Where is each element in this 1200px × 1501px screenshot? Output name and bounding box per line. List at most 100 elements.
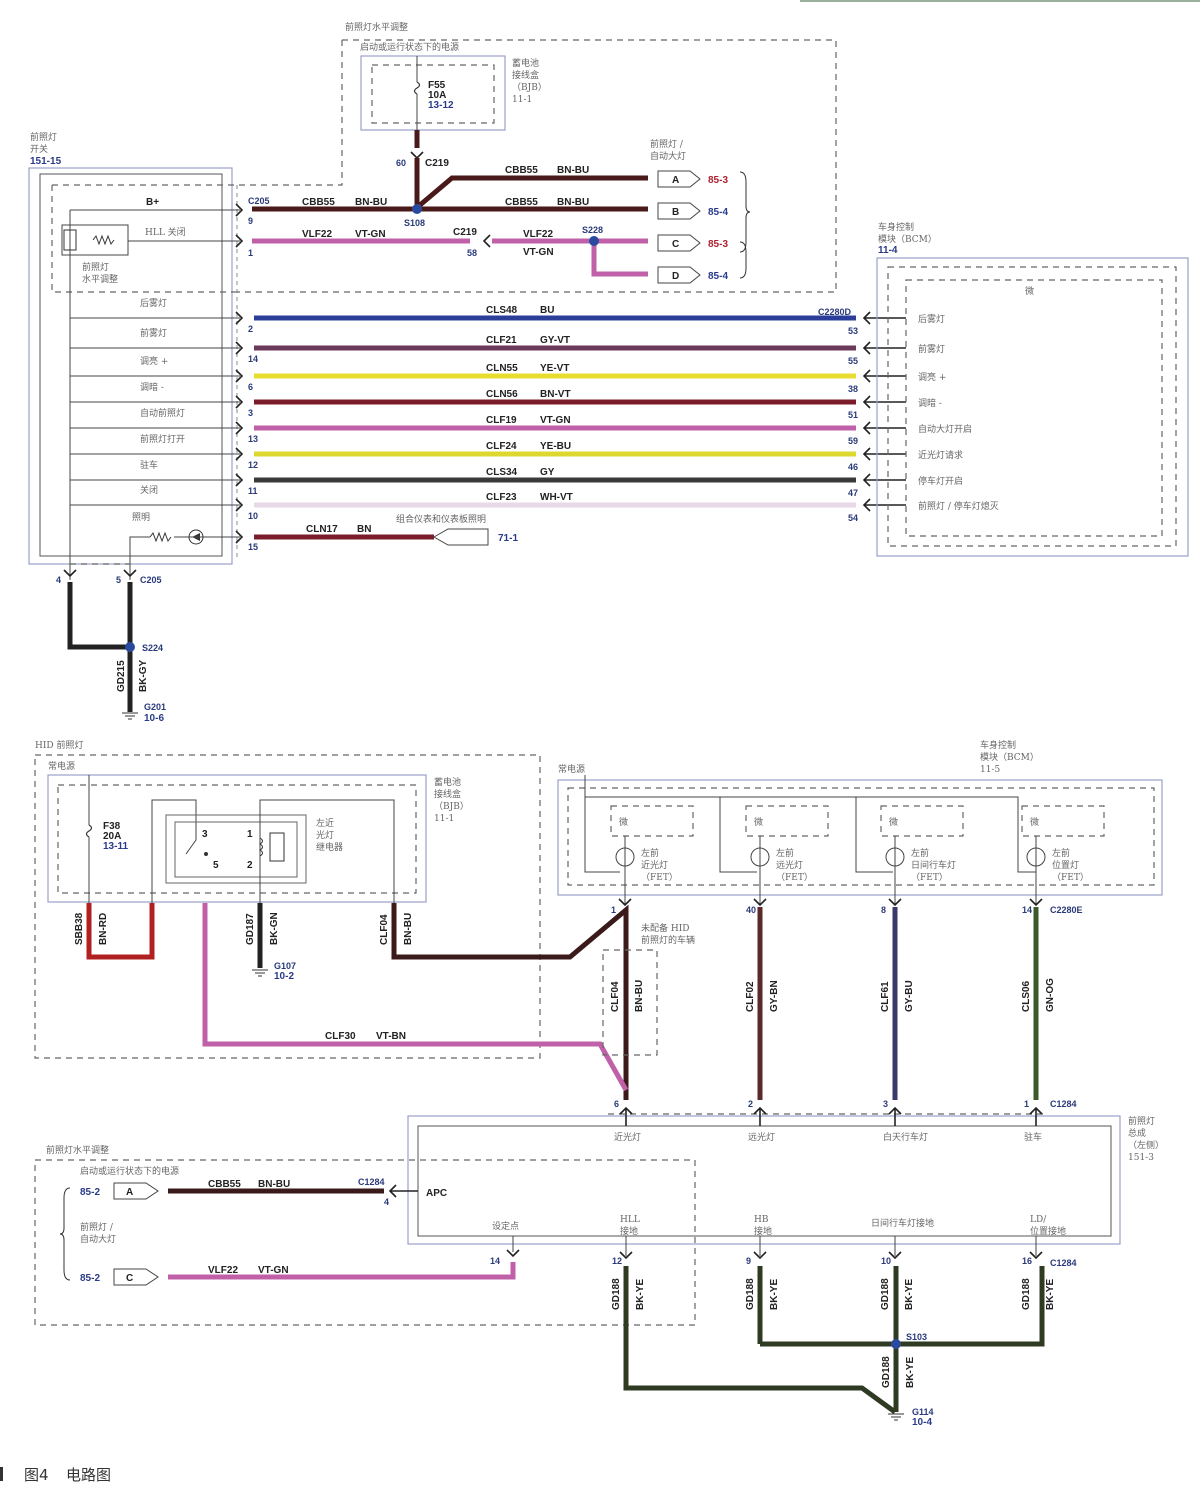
lamp-input-label: 远光灯 — [748, 1131, 775, 1143]
s108-label: S108 — [404, 218, 425, 228]
bcm-top-ref: 11-4 — [878, 245, 898, 256]
switch-position-label: 后雾灯 — [140, 298, 167, 309]
c2280d-label: C2280D — [818, 307, 852, 317]
bcm-micro-label: 微 — [1025, 285, 1034, 297]
fet-label: 位置灯 — [1052, 859, 1079, 871]
switch-dash — [51, 184, 237, 293]
headlamp-assembly-box — [407, 1115, 1121, 1245]
bcm-input-label: 自动大灯开启 — [918, 423, 972, 435]
bcm-top-name-2: 模块（BCM） — [878, 233, 937, 245]
c219-pin-58: 58 — [467, 248, 477, 258]
svg-text:B: B — [672, 207, 679, 218]
wire-clf04 — [391, 903, 629, 1100]
c219-pin-60: 60 — [396, 158, 406, 168]
connector-d: D 85-4 — [657, 266, 728, 284]
connector-arrow — [235, 498, 244, 512]
switch-position-label: 调暗 - — [140, 381, 164, 393]
vlf22-bottom-color: VT-GN — [258, 1265, 289, 1276]
hid-const-power: 常电源 — [48, 760, 75, 772]
fuse-f55-amps: 10A — [428, 90, 446, 101]
output-circuit: CLF02 — [745, 981, 756, 1012]
output-circuit: CLF61 — [880, 981, 891, 1012]
fuse-f55-label: F55 — [428, 80, 446, 91]
bus-wire-circuit: CLS48 — [486, 305, 518, 316]
fet-label: 左前 — [641, 847, 659, 859]
brace-icon-2 — [739, 241, 747, 279]
leveling-connector-c: 85-2 C — [80, 1268, 159, 1286]
cbb55-bottom-color: BN-BU — [258, 1179, 290, 1190]
relay-coil-icon — [259, 837, 263, 857]
lamp-ground-label: LD/ — [1030, 1215, 1047, 1225]
wire-b-color: BN-BU — [557, 197, 589, 208]
fuse-f38-label: F38 — [103, 821, 121, 832]
leveling-boundary — [237, 39, 837, 293]
bcm-pin: 55 — [848, 356, 858, 366]
c219-label: C219 — [425, 158, 449, 169]
gd215-color: BK-GY — [138, 659, 149, 692]
output-circuit: CLF04 — [610, 981, 621, 1012]
pin-15: 15 — [248, 542, 258, 552]
bcm-input-label: 前照灯 / 停车灯熄灭 — [918, 500, 999, 512]
bcm-input-label: 调亮 + — [918, 371, 946, 383]
potentiometer-icon — [63, 229, 77, 251]
cluster-connector — [432, 528, 489, 546]
s103-label: S103 — [906, 1332, 927, 1342]
g201-ref: 10-6 — [144, 713, 164, 724]
pin-4-bottom: 4 — [384, 1197, 389, 1207]
switch-position-label: 驻车 — [140, 459, 158, 471]
bjb-name: 蓄电池 — [512, 57, 539, 69]
cluster-dest-label: 组合仪表和仪表板照明 — [396, 513, 486, 525]
bcm-input-arrow — [862, 369, 906, 383]
switch-position-label: 前雾灯 — [140, 327, 167, 339]
bcm-top-micro — [905, 279, 1163, 537]
connector-arrow — [619, 1251, 633, 1260]
micro-label: 微 — [619, 816, 628, 828]
resistor-icon — [92, 234, 115, 246]
lamp-ground-label: 接地 — [620, 1225, 638, 1237]
lamp-input-label: 近光灯 — [614, 1131, 641, 1143]
connector-arrow — [235, 341, 244, 355]
ground-pin: 12 — [612, 1256, 622, 1266]
switch-pin: 6 — [248, 382, 253, 392]
micro-box — [880, 805, 964, 837]
svg-text:85-3: 85-3 — [708, 175, 728, 186]
g114-label: G114 — [912, 1407, 934, 1417]
wire-c-circuit: VLF22 — [523, 229, 553, 240]
wire-cbb55-to-a — [418, 175, 648, 207]
headlamp-ref: 151-3 — [1128, 1153, 1154, 1163]
switch-pin: 13 — [248, 434, 258, 444]
bus-wire-circuit: CLF24 — [486, 441, 517, 452]
bcm-top-name: 车身控制 — [878, 221, 914, 233]
fet-label: （FET） — [776, 872, 813, 883]
connector-arrow — [235, 447, 244, 461]
micro-box — [1021, 805, 1105, 837]
bcm-input-label: 调暗 - — [918, 397, 942, 409]
gd188-circuit: GD188 — [745, 1278, 756, 1310]
brace-icon — [59, 1187, 71, 1281]
hid-bjb-name-3: （BJB） — [434, 801, 469, 812]
g114-ref: 10-4 — [912, 1417, 932, 1428]
wire-cbb55-color: BN-BU — [355, 197, 387, 208]
gd188-main-color: BK-YE — [905, 1357, 916, 1388]
relay-name-3: 继电器 — [316, 841, 343, 853]
wire-vlf22-to-d — [591, 241, 648, 277]
svg-text:C: C — [126, 1273, 133, 1284]
fet-label: 远光灯 — [776, 859, 803, 871]
ground-icon — [122, 712, 138, 720]
fuse-f38-amps: 20A — [103, 831, 121, 842]
c1284-label: C1284 — [1050, 1099, 1077, 1109]
ground-pin: 9 — [746, 1256, 751, 1266]
gd188-main-circuit: GD188 — [881, 1356, 892, 1388]
bcm-pin: 59 — [848, 436, 858, 446]
c1284-label-2: C1284 — [358, 1177, 385, 1187]
bcm-input-label: 前雾灯 — [918, 343, 945, 355]
leveling-boundary-left — [237, 40, 343, 186]
wire-c-color: VT-GN — [523, 247, 554, 258]
clf04-color: BN-BU — [403, 913, 414, 945]
switch-inner — [39, 173, 223, 557]
lamp-input-arrow — [888, 1106, 902, 1126]
micro-label: 微 — [1030, 816, 1039, 828]
bcm-input-arrow — [862, 473, 906, 487]
bcm-input-arrow — [862, 311, 906, 325]
